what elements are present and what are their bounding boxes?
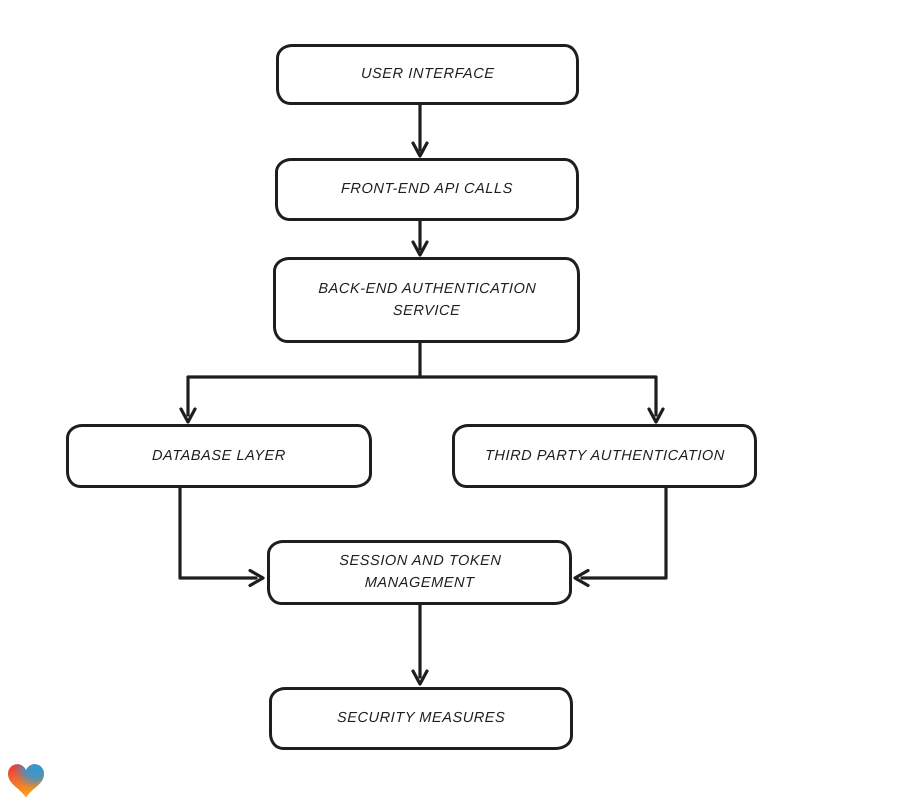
node-front-end-api-calls[interactable]: FRONT-END API CALLS	[275, 158, 579, 221]
node-session-and-token-management[interactable]: SESSION AND TOKEN MANAGEMENT	[267, 540, 572, 605]
node-label: SESSION AND TOKEN MANAGEMENT	[338, 553, 502, 592]
edge-session-and-token-management-to-security-measures[interactable]	[411, 603, 429, 686]
node-database-layer[interactable]: DATABASE LAYER	[66, 424, 372, 488]
arrowhead-down	[179, 407, 197, 424]
arrowhead-down	[411, 669, 429, 686]
node-label: THIRD PARTY AUTHENTICATION	[484, 447, 725, 464]
arrowhead-left	[573, 568, 590, 588]
arrowhead-down	[411, 240, 429, 257]
edge-database-layer-to-session-and-token-management[interactable]	[178, 486, 265, 588]
node-label: DATABASE LAYER	[151, 447, 287, 464]
edge-back-end-authentication-service-to-database-layer[interactable]	[179, 341, 422, 424]
edge-third-party-authentication-to-session-and-token-management[interactable]	[573, 486, 668, 588]
arrowhead-down	[411, 141, 429, 158]
node-back-end-authentication-service[interactable]: BACK-END AUTHENTICATION SERVICE	[273, 257, 580, 343]
node-label: FRONT-END API CALLS	[340, 181, 514, 198]
edge-user-interface-to-front-end-api-calls[interactable]	[411, 103, 429, 158]
arrowhead-right	[248, 568, 265, 588]
node-label: SECURITY MEASURES	[336, 710, 506, 727]
heart-icon[interactable]	[8, 762, 44, 800]
node-label: USER INTERFACE	[360, 66, 495, 83]
arrowhead-down	[647, 407, 665, 424]
edge-front-end-api-calls-to-back-end-authentication-service[interactable]	[411, 219, 429, 257]
node-user-interface[interactable]: USER INTERFACE	[276, 44, 579, 105]
node-security-measures[interactable]: SECURITY MEASURES	[269, 687, 573, 750]
node-third-party-authentication[interactable]: THIRD PARTY AUTHENTICATION	[452, 424, 757, 488]
edge-back-end-authentication-service-to-third-party-authentication[interactable]	[418, 375, 665, 424]
node-label: BACK-END AUTHENTICATION SERVICE	[317, 280, 537, 319]
